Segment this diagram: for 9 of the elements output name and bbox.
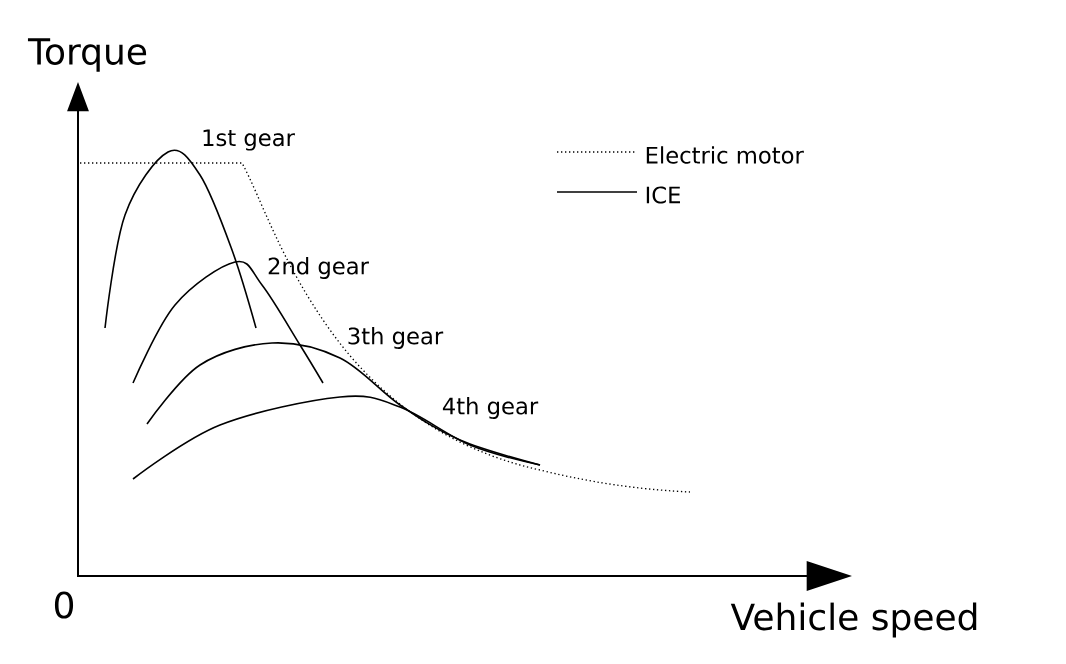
axis-label: Torque	[27, 38, 147, 72]
legend-label: Electric motor	[646, 146, 804, 164]
gear-label: 4th gear	[442, 397, 539, 419]
gear-label: 3th gear	[348, 327, 444, 349]
gear-label: 2nd gear	[268, 257, 369, 279]
axis-label: 0	[54, 591, 74, 619]
gear-label: 1st gear	[203, 129, 295, 151]
axis-label: Vehicle speed	[730, 602, 977, 638]
legend-label: ICE	[646, 186, 680, 204]
